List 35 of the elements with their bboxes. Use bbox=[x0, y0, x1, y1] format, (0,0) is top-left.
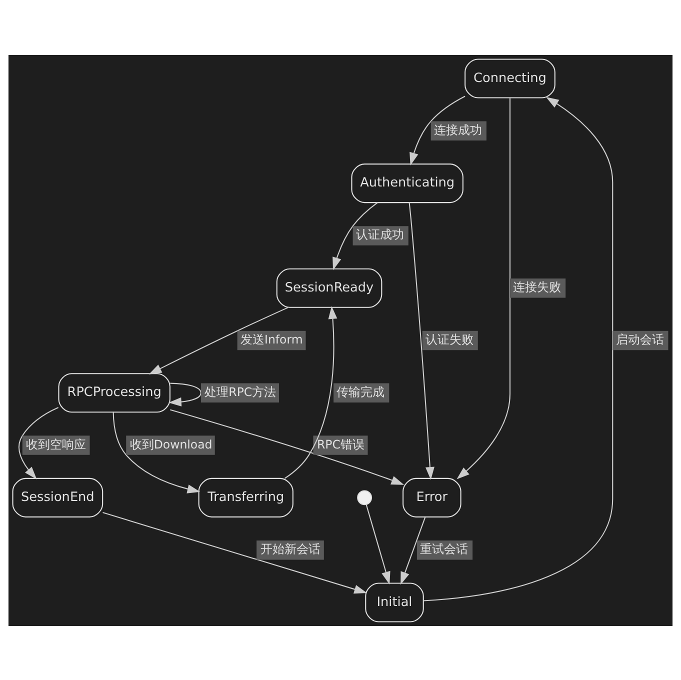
edge-label: 连接失败 bbox=[513, 280, 562, 294]
edge-label: 收到空响应 bbox=[26, 436, 86, 451]
node-box: Initial bbox=[365, 582, 424, 622]
node-box: Connecting bbox=[464, 58, 556, 98]
edge-label: 收到Download bbox=[130, 436, 212, 451]
node-circle bbox=[357, 490, 372, 505]
arrow bbox=[284, 306, 338, 478]
edge-label: 重试会话 bbox=[420, 542, 468, 556]
arrow bbox=[332, 202, 378, 270]
arrow bbox=[366, 504, 390, 584]
edge-label: RPC错误 bbox=[316, 436, 364, 451]
node-box: Error bbox=[402, 477, 462, 517]
arrow bbox=[410, 95, 466, 165]
arrow bbox=[408, 202, 434, 480]
edge-label: 启动会话 bbox=[616, 332, 664, 346]
arrow bbox=[102, 511, 368, 594]
node-box: Authenticating bbox=[351, 163, 464, 203]
edge-label: 认证失败 bbox=[426, 332, 474, 346]
edge-label: 连接成功 bbox=[434, 122, 482, 136]
node-box: SessionReady bbox=[276, 268, 382, 308]
node-box: RPCProcessing bbox=[58, 372, 170, 412]
arrow bbox=[168, 382, 202, 406]
edge-label: 传输完成 bbox=[336, 384, 385, 398]
arrow bbox=[18, 406, 59, 479]
node-box: Transferring bbox=[198, 477, 294, 517]
arrow bbox=[400, 516, 426, 584]
edge-label: 发送Inform bbox=[240, 332, 303, 346]
edge-label: 认证成功 bbox=[356, 227, 404, 242]
arrow bbox=[148, 306, 288, 374]
arrow bbox=[170, 408, 404, 484]
arrow bbox=[112, 412, 200, 493]
edge-label: 开始新会话 bbox=[260, 542, 320, 556]
arrow bbox=[456, 98, 511, 479]
edge-label: 处理RPC方法 bbox=[204, 384, 276, 398]
node-box: SessionEnd bbox=[12, 477, 104, 517]
